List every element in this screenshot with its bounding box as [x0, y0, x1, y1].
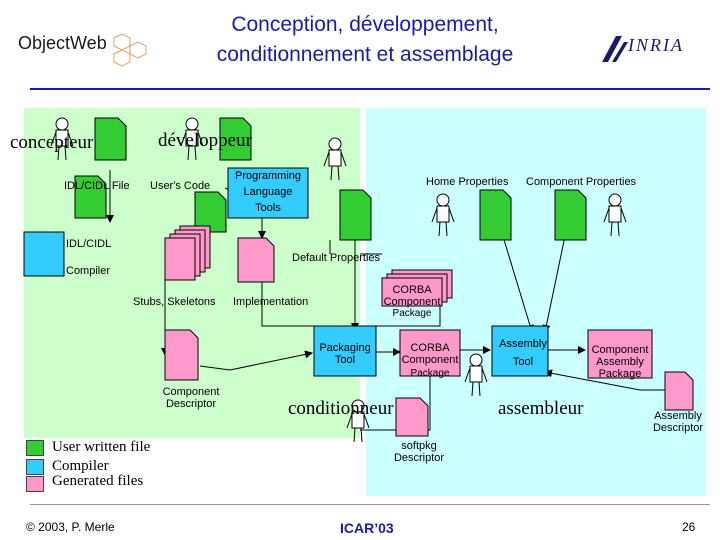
softpkg-descriptor-label: softpkg Descriptor — [393, 440, 445, 464]
idl-cidl-compiler-label-1: IDL/CIDL — [66, 238, 112, 250]
component-descriptor-file-icon — [164, 329, 199, 381]
assembly-descriptor-file-icon — [664, 371, 694, 411]
objectweb-logo-text: ObjectWeb — [18, 33, 107, 53]
packaging-tool-label: Packaging Tool — [319, 342, 371, 366]
idl-cidl-compiler-box — [23, 231, 65, 277]
corba-component-package-b-icon — [399, 329, 461, 377]
line-impl-to-pack — [261, 280, 338, 327]
default-properties-label: Default Properties — [292, 252, 381, 264]
home-props-file-icon — [479, 189, 512, 241]
objectweb-logo — [14, 30, 164, 80]
assembly-tool-box — [491, 325, 549, 377]
component-props-file-icon — [554, 189, 587, 241]
inria-mark-icon — [602, 36, 628, 62]
programming-language-tools-label: Programming Language Tools — [234, 170, 302, 214]
assembleur-person-icon — [464, 353, 488, 397]
home-properties-label: Home Properties — [426, 176, 509, 188]
role-concepteur-label: concepteur — [10, 132, 94, 153]
footer-divider — [30, 504, 710, 505]
corba-component-package-label: CORBA Component Package — [383, 284, 441, 319]
idl-cidl-file-icon — [74, 175, 107, 219]
footer-conference: ICAR’03 — [340, 520, 394, 536]
line-softpkg — [360, 360, 431, 431]
assembly-descriptor-label: Assembly Descriptor — [652, 410, 704, 434]
implementation-label: Implementation — [233, 296, 309, 308]
role-assembleur-label: assembleur — [498, 398, 584, 419]
component-properties-label: Component Properties — [526, 176, 637, 188]
developpeur-file-icon — [219, 117, 252, 161]
legend-compiler-swatch — [26, 459, 44, 475]
stubs-file-icon-1 — [164, 237, 196, 281]
arrow-assemblydesc-to-tool — [544, 369, 670, 391]
idl-cidl-compiler-label-2: Compiler — [66, 265, 111, 277]
inria-logo-text: INRIA — [628, 35, 684, 55]
objectweb-hex-icon — [113, 33, 147, 67]
corba-component-package-b-label: CORBA Component Package — [401, 342, 459, 379]
legend-generated-swatch — [26, 476, 44, 492]
component-assembly-package-label: Component Assembly Package — [591, 344, 649, 380]
title-rule — [30, 88, 710, 90]
stubs-skeletons-label: Stubs, Skeletons — [133, 296, 216, 308]
implementation-file-icon — [237, 237, 275, 283]
title-line-2: conditionnement et assemblage — [216, 43, 514, 66]
inria-logo — [598, 32, 698, 68]
footer-copyright: © 2003, P. Merle — [26, 520, 115, 534]
users-code-file-icon — [194, 191, 227, 233]
developer-props-file-icon — [339, 189, 372, 241]
corba-component-package-icon-1 — [381, 277, 443, 307]
legend-user-written-swatch — [26, 440, 44, 456]
title-line-1: Conception, développement, — [231, 13, 499, 36]
role-conditionneur-label: conditionneur — [288, 398, 394, 419]
legend-generated-label: Generated files — [52, 473, 144, 489]
footer-page-number: 26 — [682, 520, 696, 534]
page-title: Conception, développement, conditionneme… — [150, 10, 580, 70]
role-developpeur-label: développeur — [158, 130, 252, 151]
concepteur-file-icon — [94, 117, 127, 161]
assembler-person-comp-icon — [603, 193, 627, 237]
arrow-descriptor-to-packaging — [199, 350, 313, 371]
assembly-tool-label: Assembly Tool — [499, 338, 547, 368]
developer-person-icon — [323, 137, 347, 181]
packaging-tool-box — [313, 325, 377, 377]
component-assembly-package-icon — [587, 329, 653, 379]
assembler-person-home-icon — [431, 193, 455, 237]
component-descriptor-label: Component Descriptor — [162, 386, 220, 410]
idl-cidl-file-label: IDL/CIDL File — [64, 180, 130, 192]
users-code-label: User's Code — [150, 180, 211, 192]
programming-language-tools-box — [227, 167, 309, 219]
softpkg-descriptor-file-icon — [395, 397, 429, 437]
legend-compiler-label: Compiler — [52, 458, 109, 474]
legend-user-written-label: User written file — [52, 439, 151, 455]
